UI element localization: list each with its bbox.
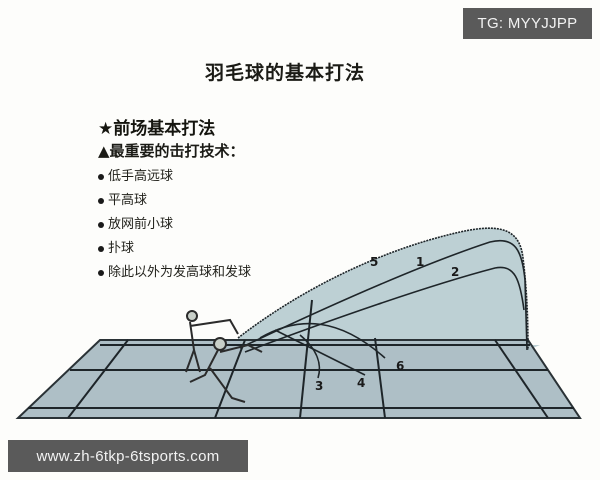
technique-subheading: ▲最重要的击打技术： [98, 142, 245, 160]
list-item: 除此以外为发高球和发球 [98, 261, 251, 285]
bullet-dot-icon [98, 174, 104, 180]
diagram-title: 羽毛球的基本打法 [205, 62, 366, 84]
trajectory-6 [259, 322, 386, 359]
list-item: 低手高远球 [98, 165, 251, 189]
list-item: 放网前小球 [98, 213, 251, 237]
section-heading: ★前场基本打法 [98, 119, 216, 139]
list-item: 平高球 [98, 189, 251, 213]
trajectories [237, 227, 529, 379]
trajectory-area [238, 228, 540, 350]
trajectory-2 [244, 266, 525, 353]
trajectory-1 [239, 239, 528, 351]
bullet-dot-icon [98, 198, 104, 204]
watermark-top: TG: MYYJJPP [463, 8, 592, 39]
technique-list: 低手高远球 平高球 放网前小球 扑球 除此以外为发高球和发球 [98, 165, 251, 285]
trajectory-label-5: 5 [370, 255, 378, 269]
players [185, 310, 263, 403]
bullet-dot-icon [98, 270, 104, 276]
trajectory-label-3: 3 [315, 379, 323, 393]
bullet-dot-icon [98, 222, 104, 228]
trajectory-3 [299, 334, 321, 379]
court-floor [15, 339, 582, 419]
bullet-dot-icon [98, 246, 104, 252]
list-item: 扑球 [98, 237, 251, 261]
trajectory-label-1: 1 [416, 255, 424, 269]
court-lines [28, 299, 574, 419]
watermark-bottom: www.zh-6tkp-6tsports.com [8, 440, 248, 472]
trajectory-label-6: 6 [396, 359, 404, 373]
trajectory-label-2: 2 [451, 265, 459, 279]
trajectory-label-4: 4 [357, 376, 365, 390]
trajectory-4 [274, 329, 366, 376]
trajectory-5 [237, 227, 529, 351]
